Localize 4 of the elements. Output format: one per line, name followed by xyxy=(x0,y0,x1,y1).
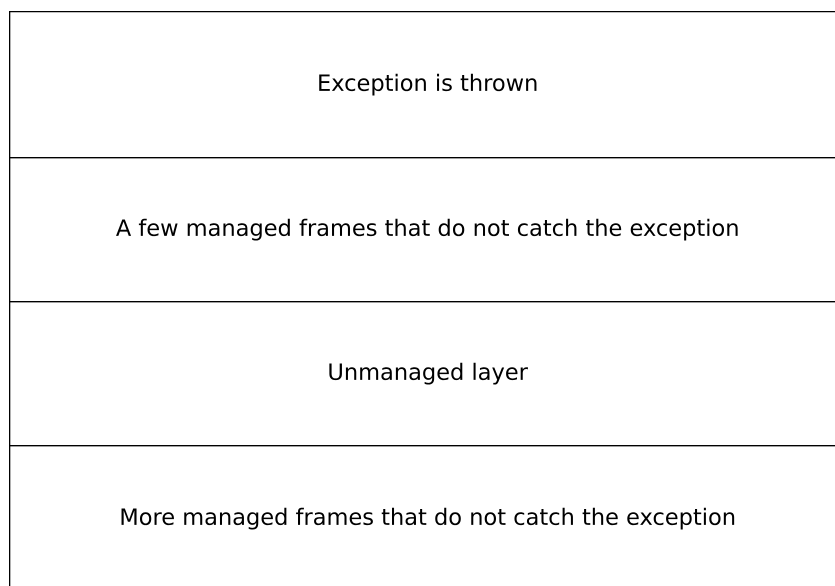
stack-layer-box: Unmanaged layer xyxy=(9,301,835,446)
stack-layer-box: Exception is thrown xyxy=(9,11,835,158)
stack-layer-box: A few managed frames that do not catch the exception xyxy=(9,157,835,302)
stack-layer-box: More managed frames that do not catch the exception xyxy=(9,445,835,586)
